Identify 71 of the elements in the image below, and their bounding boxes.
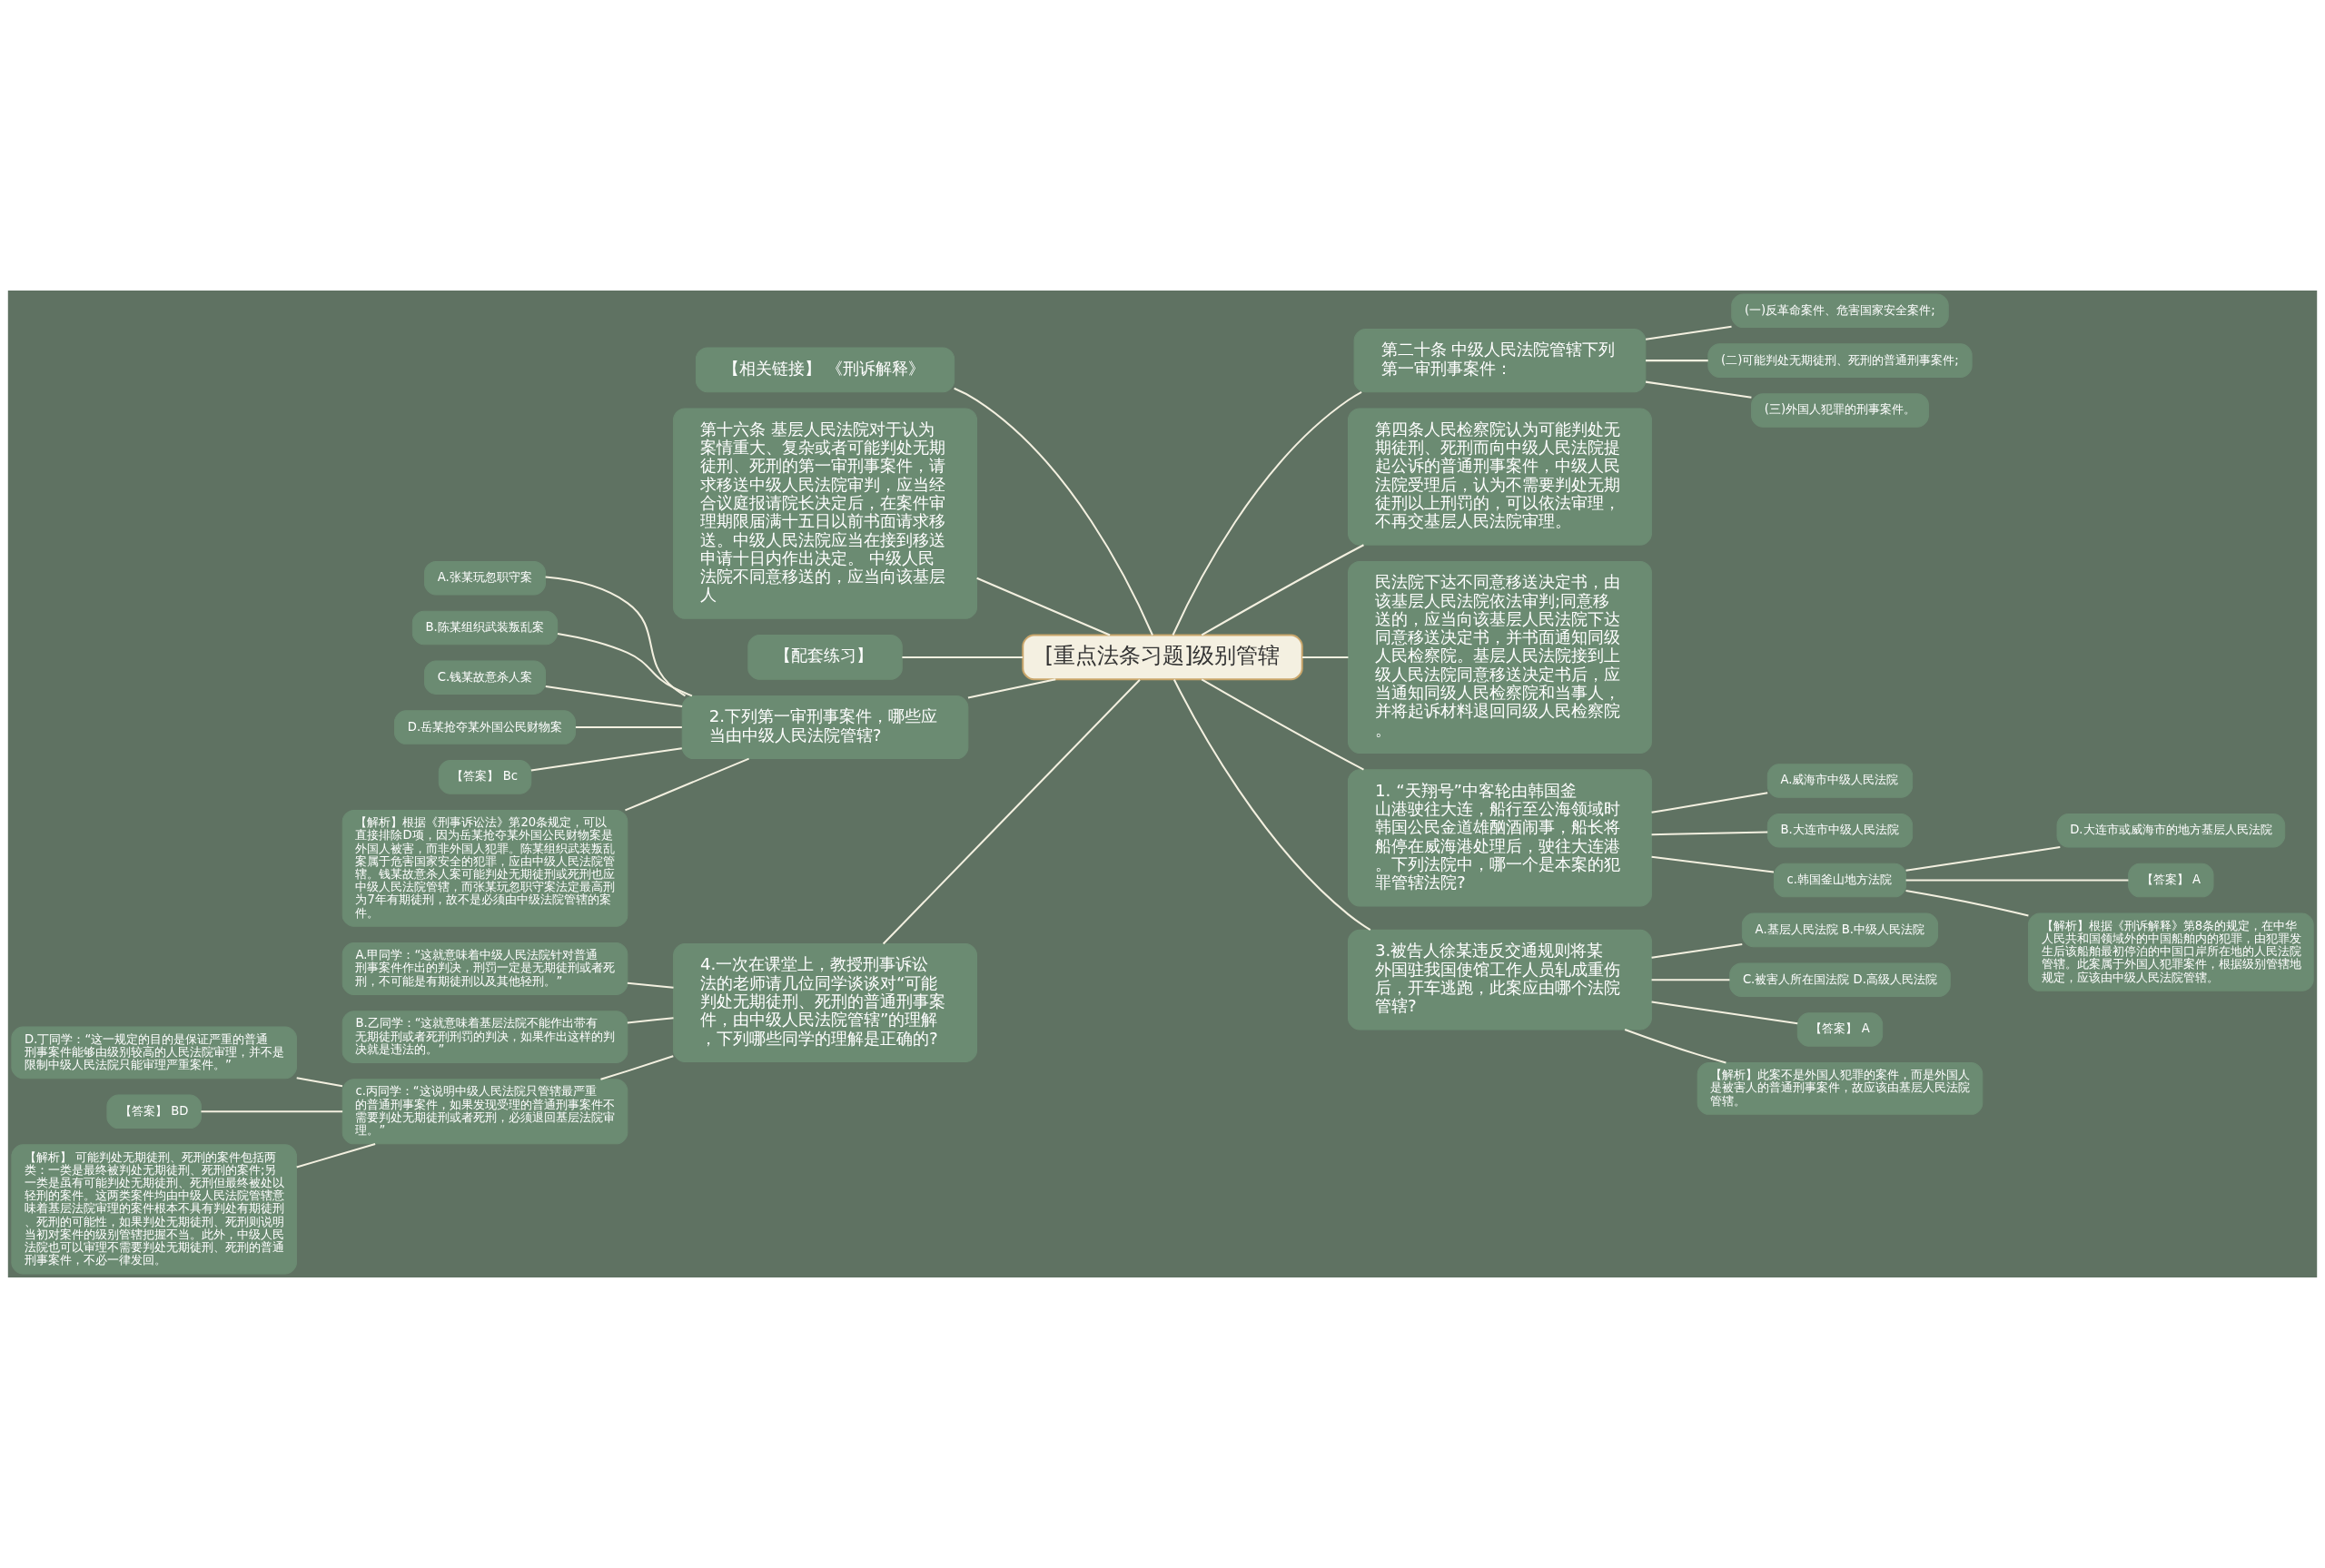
connector [967, 678, 1056, 699]
connector [1651, 943, 1743, 959]
node-box: 4.一次在课堂上，教授刑事诉讼法的老师请几位同学谈谈对“可能判处无期徒刑、死刑的普通刑事案件，由中级人民法院管辖”的理解，下列哪些同学的理解是正确的? [673, 943, 977, 1062]
connector [1651, 1001, 1798, 1025]
node-box: D.丁同学：“这一规定的目的是保证严重的普通刑事案件能够由级别较高的人民法院审理，并不是限制中级人民法院只能审理严重案件。” [11, 1026, 297, 1080]
node-box: (三)外国人犯罪的刑事案件。 [1751, 393, 1929, 428]
node-box: A.甲同学：“这就意味着中级人民法院针对普通刑事案件作出的判决，刑罚一定是无期徒刑或者死刑，不可能是有期徒刑以及其他轻刑。” [341, 942, 628, 995]
node-box: 【解析】此案不是外国人犯罪的案件，而是外国人是被害人的普通刑事案件，故应该由基层人民法院管辖。 [1697, 1062, 1984, 1115]
node-box: c.丙同学：“这说明中级人民法院只管辖最严重的普通刑事案件，如果发现受理的普通刑事案件不需要判处无期徒刑或者死刑，必须退回基层法院审理。” [341, 1079, 628, 1145]
node-box: 【答案】 BD [106, 1094, 202, 1129]
connector [902, 656, 1024, 658]
connector [1651, 831, 1768, 836]
connector [627, 1017, 674, 1024]
connector [296, 1142, 376, 1169]
connector [1905, 846, 2061, 872]
connector [296, 1077, 343, 1088]
connector [530, 747, 682, 772]
connector [1651, 792, 1768, 814]
connector [201, 1110, 343, 1113]
node-box: (二)可能判处无期徒刑、死刑的普通刑事案件; [1707, 343, 1973, 378]
node-box: 【解析】根据《刑诉解释》第8条的规定，在中华人民共和国领域外的中国船舶内的犯罪，由犯罪发生后该船舶最初停泊的中国口岸所在地的人民法院管辖。此案属于外国人犯罪案件，根据级别管辖地规定，应该由中级人民法院管辖。 [2028, 912, 2314, 991]
node-box: 【答案】 Bc [438, 760, 532, 794]
connector [1172, 390, 1362, 636]
node-box: A.张某玩忽职守案 [424, 560, 546, 596]
connector [1645, 380, 1752, 399]
node-box: B.大连市中级人民法院 [1766, 814, 1914, 848]
connector [1651, 855, 1775, 873]
node-box: C.钱某故意杀人案 [424, 660, 546, 695]
node-box: (一)反革命案件、危害国家安全案件; [1731, 293, 1949, 329]
node-box: 第二十条 中级人民法院管辖下列第一审刑事案件： [1353, 329, 1647, 393]
connector [1624, 1029, 1726, 1064]
connector [1651, 979, 1730, 981]
node-box: 【相关链接】 《刑诉解释》 [695, 347, 955, 393]
node-box: 第四条人民检察院认为可能判处无期徒刑、死刑而向中级人民法院提起公诉的普通刑事案件，中级人民法院受理后，认为不需要判处无期徒刑以上刑罚的，可以依法审理，不再交基层人民法院审理。 [1348, 408, 1652, 546]
connector [1646, 360, 1708, 362]
connector [1645, 325, 1732, 340]
node-box: D.大连市或威海市的地方基层人民法院 [2056, 814, 2286, 848]
node-box: 【配套练习】 [747, 635, 903, 680]
connector [882, 679, 1141, 945]
node-box: 【答案】 A [1796, 1012, 1884, 1047]
node-box: A.基层人民法院 B.中级人民法院 [1741, 912, 1939, 948]
connector [627, 981, 674, 989]
node-box: 【答案】 A [2128, 863, 2214, 898]
connector [545, 576, 686, 697]
node-box: 1. “天翔号”中客轮由韩国釜山港驶往大连，船行至公海领域时韩国公民金道雄酗酒闹事，船长将船停在威海港处理后，驶往大连港。下列法院中，哪一个是本案的犯罪管辖法院? [1348, 769, 1652, 907]
node-box: 3.被告人徐某违反交通规则将某外国驻我国使馆工作人员轧成重伤后，开车逃跑，此案应由哪个法院管辖? [1348, 929, 1652, 1031]
connector [575, 726, 682, 729]
node-box: 第十六条 基层人民法院对于认为案情重大、复杂或者可能判处无期徒刑、死刑的第一审刑事案件，请求移送中级人民法院审判，应当经合议庭报请院长决定后，在案件审理期限届满十五日以前书面请求移送。中级人民法院应当在接到移送申请十日内作出决定。 中级人民法院不同意移送的，应当向该基层人 [673, 408, 977, 619]
node-box: 【解析】根据《刑事诉讼法》第20条规定，可以直接排除D项，因为岳某抢夺某外国公民财物案是外国人被害，而非外国人犯罪。陈某组织武装叛乱案属于危害国家安全的犯罪，应由中级人民法院管辖。钱某故意杀人案可能判处无期徒刑或死刑也应中级人民法院管辖，而张某玩忽职守案法定最高刑为7年有期徒刑，故不是必须由中级法院管辖的案件。 [341, 809, 628, 927]
node-box: 民法院下达不同意移送决定书，由该基层人民法院依法审判;同意移送的，应当向该基层人民法院下达同意移送决定书，并书面通知同级人民检察院。基层人民法院接到上级人民法院同意移送决定书后，应当通知同级人民检察院和当事人，并将起诉材料退回同级人民检察院。 [1348, 560, 1652, 754]
connector [954, 387, 1153, 636]
connector [545, 685, 683, 708]
connector [557, 632, 693, 697]
connector [1172, 679, 1371, 932]
node-box: D.岳某抢夺某外国公民财物案 [394, 710, 576, 745]
connector [1905, 879, 2129, 882]
connector [1905, 890, 2029, 917]
connector [1201, 544, 1364, 636]
node-box: 【解析】 可能判处无期徒刑、死刑的案件包括两类：一类是最终被判处无期徒刑、死刑的案件;另一类是虽有可能判处无期徒刑、死刑但最终被处以轻刑的案件。这两类案件均由中级人民法院管辖意味着基层法院审理的案件根本不具有判处有期徒刑、死刑的可能性，如果判处无期徒刑、死刑则说明当初对案件的级别管辖把握不当。此外，中级人民法院也可以审理不需要判处无期徒刑、死刑的普通刑事案件，不必一律发回。 [11, 1144, 297, 1275]
connector [1301, 656, 1349, 658]
connector [1201, 678, 1364, 771]
node-box: C.被害人所在国法院 D.高级人民法院 [1729, 962, 1951, 997]
node-box: c.韩国釜山地方法院 [1773, 863, 1907, 898]
node-box: 2.下列第一审刑事案件，哪些应当由中级人民法院管辖? [681, 695, 969, 760]
node-box: [重点法条习题]级别管辖 [1022, 634, 1303, 681]
node-box: B.陈某组织武装叛乱案 [411, 610, 559, 646]
connector [625, 757, 749, 812]
connector [600, 1055, 674, 1080]
node-box: B.乙同学：“这就意味着基层法院不能作出带有无期徒刑或者死刑刑罚的判决，如果作出这样的判决就是违法的。” [341, 1011, 628, 1064]
connector [976, 577, 1111, 636]
node-box: A.威海市中级人民法院 [1766, 764, 1914, 798]
